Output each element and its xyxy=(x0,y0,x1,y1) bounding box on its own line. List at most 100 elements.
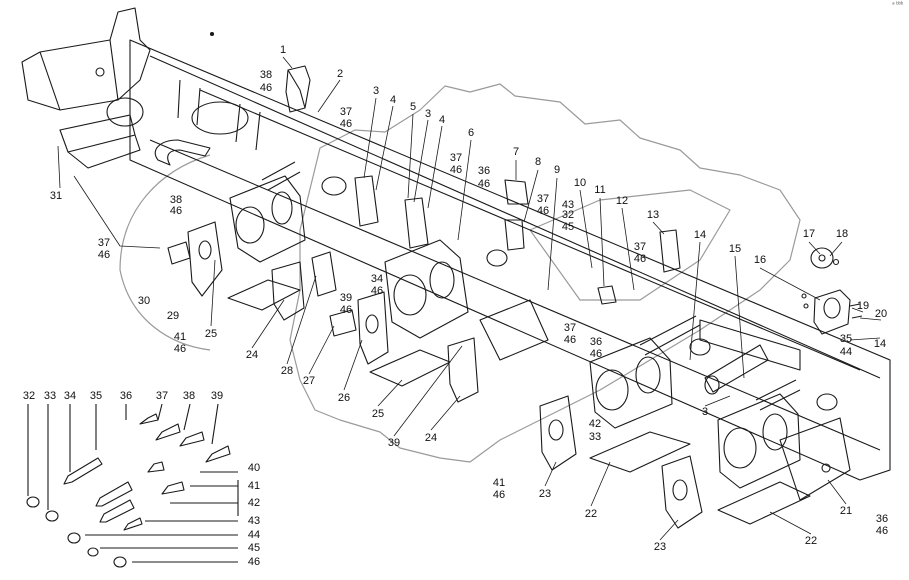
callout-label: 35 xyxy=(89,390,103,402)
callout-label: 21 xyxy=(839,505,853,517)
callout-label: 29 xyxy=(166,310,180,322)
callout-label: 10 xyxy=(573,177,587,189)
callout-label: 8 xyxy=(534,156,542,168)
callout-label: 37 xyxy=(449,152,463,164)
callout-label: 37 xyxy=(633,241,647,253)
callout-label: 6 xyxy=(467,127,475,139)
callout-label: 44 xyxy=(839,346,853,358)
callout-label: 44 xyxy=(247,529,261,541)
callout-label: 33 xyxy=(588,431,602,443)
callout-label: 30 xyxy=(137,295,151,307)
callout-label: 42 xyxy=(247,497,261,509)
callout-label: 46 xyxy=(492,489,506,501)
callout-label: 28 xyxy=(280,365,294,377)
callout-label: 5 xyxy=(409,101,417,113)
callout-label: 45 xyxy=(247,542,261,554)
callout-label: 34 xyxy=(63,390,77,402)
callout-label: 41 xyxy=(173,331,187,343)
callout-label: 11 xyxy=(594,184,606,196)
bracket-part-1 xyxy=(285,65,311,113)
callout-label: 19 xyxy=(856,300,870,312)
rear-bracket xyxy=(699,319,851,501)
callout-label: 27 xyxy=(302,375,316,387)
callout-label: 15 xyxy=(728,243,742,255)
callout-label: 46 xyxy=(589,348,603,360)
callout-label: 43 xyxy=(561,199,575,211)
callout-label: 1 xyxy=(279,44,287,56)
callout-label: 9 xyxy=(553,164,561,176)
frame-side-rail xyxy=(129,39,891,481)
callout-label: 42 xyxy=(588,418,602,430)
callout-label: 46 xyxy=(173,343,187,355)
callout-label: 12 xyxy=(615,195,629,207)
callout-label: 31 xyxy=(49,190,63,202)
callout-label: 46 xyxy=(477,178,491,190)
callout-label: 22 xyxy=(804,535,818,547)
fasteners xyxy=(26,403,239,568)
callout-label: 25 xyxy=(371,408,385,420)
callout-label: 36 xyxy=(875,513,889,525)
callout-label: 37 xyxy=(563,322,577,334)
callout-label: 46 xyxy=(339,304,353,316)
callout-label: 4 xyxy=(389,94,397,106)
callout-label: 37 xyxy=(339,106,353,118)
callout-label: 26 xyxy=(337,392,351,404)
callout-label: 46 xyxy=(169,205,183,217)
curved-rod xyxy=(154,139,211,166)
bolt-icon xyxy=(63,413,231,531)
callout-label: 7 xyxy=(512,146,520,158)
end-crossmember-bracket xyxy=(21,7,151,169)
callout-label: 46 xyxy=(563,334,577,346)
callout-label: 22 xyxy=(584,508,598,520)
callout-label: 23 xyxy=(653,541,667,553)
rail-brackets xyxy=(354,175,681,305)
corner-mark: ᵃ ᵇᵇᵇ xyxy=(892,2,903,8)
callout-label: 36 xyxy=(119,390,133,402)
callout-label: 39 xyxy=(210,390,224,402)
callout-label: 45 xyxy=(561,221,575,233)
callout-label: 46 xyxy=(339,118,353,130)
callout-label: 46 xyxy=(259,82,273,94)
callout-label: 18 xyxy=(835,228,849,240)
callout-label: 37 xyxy=(155,390,169,402)
callout-label: 16 xyxy=(753,254,767,266)
callout-label: 24 xyxy=(245,349,259,361)
callout-label: 46 xyxy=(536,205,550,217)
callout-label: 39 xyxy=(387,437,401,449)
callout-label: 40 xyxy=(247,462,261,474)
callout-label: 37 xyxy=(536,193,550,205)
leader-lines xyxy=(57,56,882,541)
watermark-outline xyxy=(119,83,801,463)
callout-label: 14 xyxy=(873,338,887,350)
callout-label: 20 xyxy=(874,308,888,320)
callout-label: 41 xyxy=(492,477,506,489)
callout-label: 46 xyxy=(370,285,384,297)
callout-label: 3 xyxy=(424,108,432,120)
callout-label: 38 xyxy=(259,69,273,81)
callout-label: 46 xyxy=(97,249,111,261)
callout-label: 17 xyxy=(802,228,816,240)
callout-label: 35 xyxy=(839,333,853,345)
callout-label: 46 xyxy=(633,253,647,265)
callout-label: 43 xyxy=(247,515,261,527)
nut-icon xyxy=(26,496,127,568)
housing-castings xyxy=(229,175,801,489)
callout-label: 36 xyxy=(477,165,491,177)
callout-label: 41 xyxy=(247,480,261,492)
callout-label: 25 xyxy=(204,328,218,340)
callout-label: 23 xyxy=(538,488,552,500)
cross-tubes xyxy=(261,161,801,411)
callout-label: 39 xyxy=(339,292,353,304)
callout-label: 38 xyxy=(169,194,183,206)
callout-label: 32 xyxy=(22,390,36,402)
callout-label: 46 xyxy=(875,525,889,537)
hub-assembly xyxy=(801,247,863,335)
callout-label: 46 xyxy=(247,556,261,568)
callout-label: 37 xyxy=(97,237,111,249)
callout-label: 14 xyxy=(693,229,707,241)
callout-label: 36 xyxy=(589,336,603,348)
callout-label: 33 xyxy=(43,390,57,402)
callout-label: 38 xyxy=(182,390,196,402)
callout-label: 24 xyxy=(424,432,438,444)
